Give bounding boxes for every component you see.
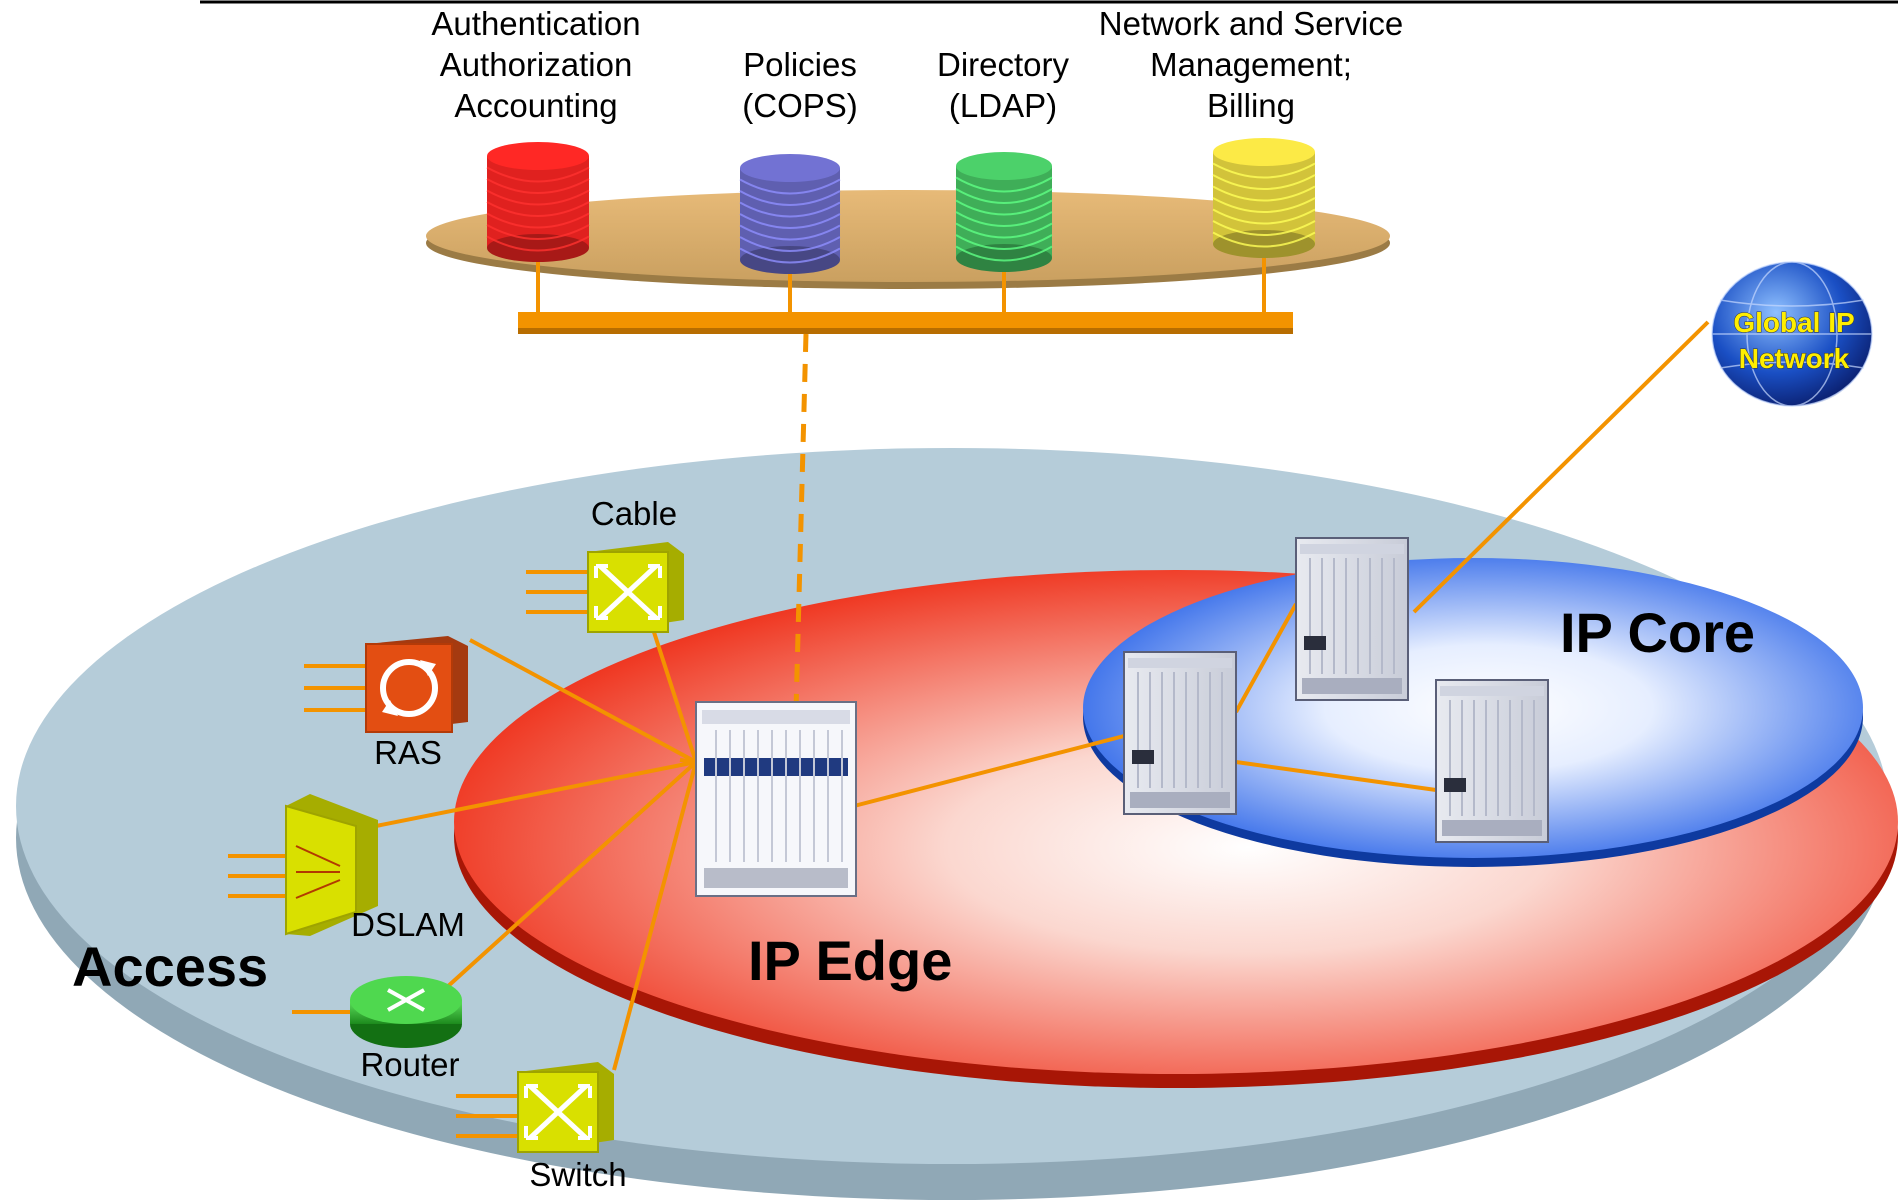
policy-signaling-link — [793, 333, 809, 711]
service-platform — [426, 190, 1390, 289]
aaa-database-icon — [486, 142, 590, 262]
dslam-icon — [228, 794, 378, 936]
dslam-label: DSLAM — [351, 906, 465, 943]
core-router-3-icon — [1435, 679, 1549, 843]
ip-core-zone-label: IP Core — [1560, 601, 1755, 664]
global-ip-network-globe-icon — [1711, 261, 1873, 407]
service-bus — [518, 256, 1293, 334]
management-database-icon — [1212, 138, 1316, 258]
access-links — [375, 625, 698, 1071]
ip-edge-zone-label: IP Edge — [748, 929, 952, 992]
directory-database-icon — [955, 152, 1053, 272]
policies-label-line1: Policies — [743, 46, 857, 83]
policies-label-line2: (COPS) — [742, 87, 858, 124]
core-links — [853, 320, 1710, 808]
switch-label: Switch — [529, 1156, 626, 1193]
global-network-label-line1: Global IP — [1733, 307, 1854, 338]
cable-switch-icon — [526, 542, 684, 633]
directory-label-line1: Directory — [937, 46, 1070, 83]
ras-label: RAS — [374, 734, 442, 771]
router-icon — [292, 976, 462, 1048]
management-label-line3: Billing — [1207, 87, 1295, 124]
ras-icon — [304, 636, 468, 733]
edge-router-chassis-icon — [695, 701, 857, 897]
management-label-line2: Management; — [1150, 46, 1352, 83]
switch-icon — [456, 1062, 614, 1153]
router-label: Router — [360, 1046, 459, 1083]
cable-label: Cable — [591, 495, 677, 532]
core-router-2-icon — [1295, 537, 1409, 701]
access-zone-label: Access — [72, 935, 268, 998]
policies-database-icon — [739, 154, 841, 274]
directory-label-line2: (LDAP) — [949, 87, 1057, 124]
core-router-1-icon — [1123, 651, 1237, 815]
aaa-label-line3: Accounting — [454, 87, 617, 124]
global-network-label-line2: Network — [1739, 343, 1850, 374]
management-label-line1: Network and Service — [1099, 5, 1403, 42]
aaa-label-line2: Authorization — [440, 46, 633, 83]
aaa-label-line1: Authentication — [431, 5, 640, 42]
